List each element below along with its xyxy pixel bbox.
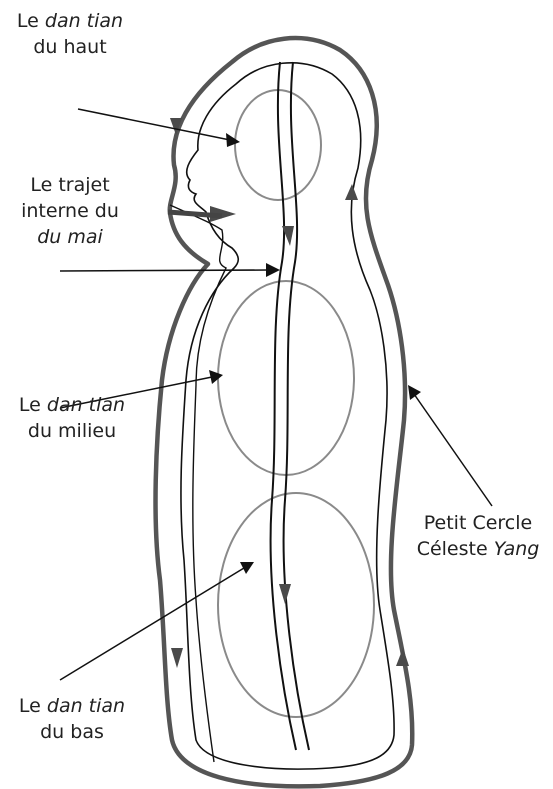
flow-arrow-lower-channel	[279, 584, 291, 604]
label-inner-du-mai: Le trajet interne du du mai	[0, 172, 140, 250]
label-middle-em: dan tian	[47, 394, 125, 416]
middle-dan-tian-ellipse	[218, 281, 354, 475]
label-inner-line2: interne du	[21, 200, 119, 222]
label-lower-pre: Le	[19, 695, 47, 717]
pointer-upper-dan-tian	[78, 109, 240, 147]
pointer-lower-dan-tian	[60, 562, 254, 680]
label-lower-line2: du bas	[40, 721, 104, 743]
label-inner-line1: Le trajet	[30, 174, 109, 196]
du-mai-channel-left	[271, 62, 296, 750]
label-circle-em: Yang	[494, 538, 540, 560]
outer-body-outline	[156, 38, 413, 786]
label-petit-cercle: Petit Cercle Céleste Yang	[408, 510, 548, 562]
du-mai-channel-right	[284, 62, 309, 750]
label-upper-dan-tian: Le dan tian du haut	[0, 8, 140, 60]
flow-arrow-lower-left	[171, 648, 183, 668]
flow-arrow-lower-right	[396, 648, 409, 666]
label-lower-em: dan tian	[47, 695, 125, 717]
front-line	[170, 205, 226, 762]
label-middle-pre: Le	[19, 394, 47, 416]
label-upper-pre: Le	[17, 10, 45, 32]
label-circle-pre: Céleste	[417, 538, 494, 560]
flow-arrow-upper-right	[345, 184, 358, 200]
label-middle-dan-tian: Le dan tian du milieu	[2, 392, 142, 444]
label-middle-line2: du milieu	[28, 420, 116, 442]
label-lower-dan-tian: Le dan tian du bas	[2, 693, 142, 745]
pointer-inner-du-mai	[60, 263, 280, 277]
label-circle-line1: Petit Cercle	[424, 512, 532, 534]
label-upper-em: dan tian	[45, 10, 123, 32]
pointer-petit-cercle	[408, 385, 492, 506]
label-upper-line2: du haut	[33, 36, 106, 58]
label-inner-em: du mai	[37, 226, 103, 248]
